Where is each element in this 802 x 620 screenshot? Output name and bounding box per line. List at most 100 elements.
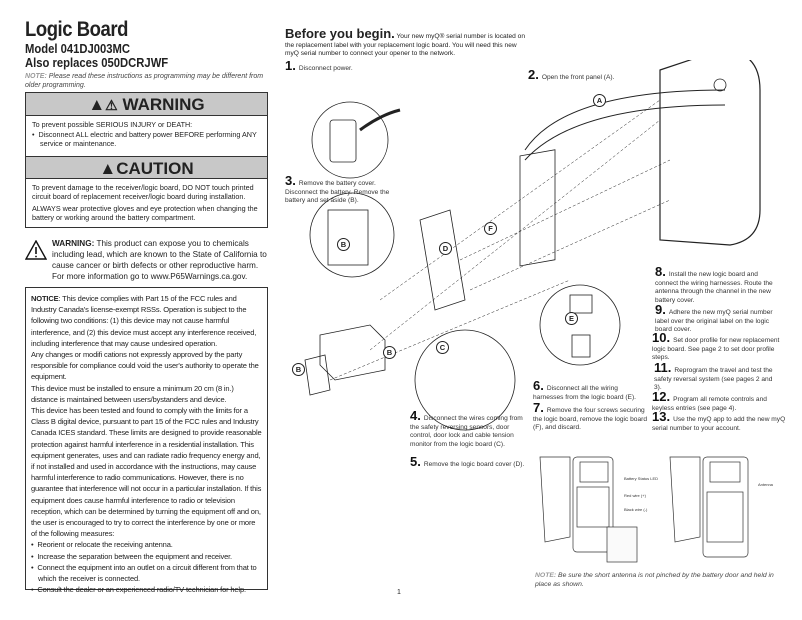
step-1: 1.Disconnect power. — [285, 59, 405, 74]
callout-b: B — [292, 363, 305, 376]
step-text: Adhere the new myQ serial number label o… — [655, 309, 773, 333]
model-number: Model 041DJ003MC — [25, 42, 131, 56]
step-text: Program all remote controls and keyless … — [652, 396, 767, 412]
step-number: 2. — [528, 67, 539, 82]
warning-header: ▲⚠ WARNING — [26, 93, 267, 116]
step-text: Use the myQ app to add the new myQ seria… — [652, 416, 786, 432]
caution-text-2: ALWAYS wear protective gloves and eye pr… — [32, 203, 258, 223]
prop65-label: WARNING: — [52, 239, 95, 248]
notice-p3: This device must be installed to ensure … — [31, 383, 234, 404]
prop65-warning-icon — [25, 240, 47, 260]
replaces-model: Also replaces 050DCRJWF — [25, 56, 169, 70]
page-number: 1 — [397, 589, 401, 596]
antenna-label: Antenna — [758, 482, 773, 487]
outlet-detail — [311, 101, 389, 179]
electric-shock-icon: ⚠ — [105, 97, 118, 113]
step-number: 11. — [654, 360, 672, 375]
notice-p1: : This device complies with Part 15 of t… — [31, 294, 257, 348]
notice-label: NOTICE — [31, 294, 59, 303]
notice-bullet-text: Connect the equipment into an outlet on … — [37, 562, 257, 584]
callout-e: E — [565, 312, 578, 325]
callout-d: D — [439, 242, 452, 255]
callout-c: C — [436, 341, 449, 354]
step-2: 2.Open the front panel (A). — [528, 68, 688, 83]
battery-detail — [309, 192, 395, 278]
battery — [319, 324, 386, 381]
warning-line: To prevent possible SERIOUS INJURY or DE… — [32, 120, 193, 129]
notice-bullet: • Consult the dealer or an experienced r… — [31, 585, 246, 595]
callout-a: A — [593, 94, 606, 107]
callout-b: B — [383, 346, 396, 359]
step-10: 10.Set door profile for new replacement … — [652, 331, 782, 363]
callout-b: B — [337, 238, 350, 251]
step-number: 5. — [410, 454, 421, 469]
callout-f: F — [484, 222, 497, 235]
step-text: Remove the logic board cover (D). — [423, 461, 525, 468]
notice-bullet: • Increase the separation between the eq… — [31, 551, 232, 561]
step-6: 6.Disconnect all the wiring harnesses fr… — [533, 379, 648, 402]
notice-bullet: • Connect the equipment into an outlet o… — [31, 562, 257, 584]
step-13: 13.Use the myQ app to add the new myQ se… — [652, 410, 787, 433]
red-wire-label: Red wire (+) — [624, 493, 646, 498]
warning-bullet: • Disconnect ALL electric and battery po… — [32, 129, 257, 149]
notice-bullet: • Reorient or relocate the receiving ant… — [31, 540, 173, 550]
prop65-text: This product can expose you to chemicals… — [52, 239, 267, 281]
black-wire-label: Black wire (-) — [624, 507, 648, 512]
step-text: Set door profile for new replacement log… — [652, 337, 780, 361]
step-number: 9. — [655, 302, 666, 317]
antenna-note: NOTE: Be sure the short antenna is not p… — [535, 571, 785, 589]
before-you-begin: Before you begin. Your new myQ® serial n… — [285, 27, 530, 59]
step-7: 7.Remove the four screws securing the lo… — [533, 401, 648, 433]
fcc-notice: NOTICE: This device complies with Part 1… — [25, 287, 268, 594]
warning-bullet-text: Disconnect ALL electric and battery powe… — [38, 129, 257, 149]
step-8: 8.Install the new logic board and connec… — [655, 265, 780, 305]
step-text: Disconnect power. — [298, 65, 353, 72]
step-text: Reprogram the travel and test the safety… — [654, 367, 773, 391]
step-number: 3. — [285, 173, 296, 188]
programming-note: NOTE: Please read these instructions as … — [25, 72, 275, 90]
caution-header: ▲CAUTION — [26, 155, 267, 179]
step-number: 7. — [533, 400, 544, 415]
step-text: Remove the battery cover. Disconnect the… — [285, 180, 390, 204]
step-text: Open the front panel (A). — [541, 74, 615, 81]
note-label: NOTE: — [25, 73, 47, 80]
step-9: 9.Adhere the new myQ serial number label… — [655, 303, 780, 335]
wire-detail — [414, 329, 516, 431]
harness-detail — [539, 284, 621, 366]
page-title: Logic Board — [25, 18, 128, 41]
note-text: Please read these instructions as progra… — [25, 73, 264, 89]
caution-triangle-icon: ▲ — [99, 158, 117, 178]
step-12: 12.Program all remote controls and keyle… — [652, 390, 782, 413]
opener-housing — [659, 60, 761, 246]
logic-board-cover — [419, 209, 466, 311]
warning-caution-box: ▲⚠ WARNING To prevent possible SERIOUS I… — [25, 92, 268, 228]
battery-cover — [304, 354, 331, 396]
notice-p2: Any changes or modifi cations not expres… — [31, 350, 259, 382]
step-11: 11.Reprogram the travel and test the saf… — [654, 361, 779, 393]
step-number: 10. — [652, 330, 671, 345]
step-5: 5.Remove the logic board cover (D). — [410, 455, 530, 470]
step-number: 1. — [285, 58, 296, 73]
intro-heading: Before you begin. — [285, 26, 395, 41]
step-4: 4.Disconnect the wires coming from the s… — [410, 409, 530, 449]
notice-bullet-text: Reorient or relocate the receiving anten… — [37, 540, 173, 550]
battery-antenna-illustrations — [539, 456, 749, 563]
warning-triangle-icon: ▲ — [88, 95, 106, 114]
exploded-diagram — [304, 60, 761, 431]
notice-bullet-text: Consult the dealer or an experienced rad… — [37, 585, 246, 595]
caution-text-1: To prevent damage to the receiver/logic … — [32, 182, 254, 202]
step-text: Remove the four screws securing the logi… — [533, 407, 647, 431]
step-text: Disconnect the wires coming from the saf… — [410, 415, 523, 448]
note-text: Be sure the short antenna is not pinched… — [535, 572, 774, 588]
notice-p4: This device has been tested and found to… — [31, 406, 262, 539]
step-number: 13. — [652, 409, 671, 424]
battery-led-label: Battery Status LED — [624, 476, 659, 481]
step-number: 12. — [652, 389, 671, 404]
logic-board — [519, 149, 556, 267]
notice-bullet-text: Increase the separation between the equi… — [37, 551, 232, 561]
step-text: Install the new logic board and connect … — [655, 271, 773, 304]
step-number: 4. — [410, 408, 421, 423]
step-number: 8. — [655, 264, 666, 279]
step-text: Disconnect all the wiring harnesses from… — [533, 385, 636, 401]
caution-heading: CAUTION — [116, 158, 194, 178]
